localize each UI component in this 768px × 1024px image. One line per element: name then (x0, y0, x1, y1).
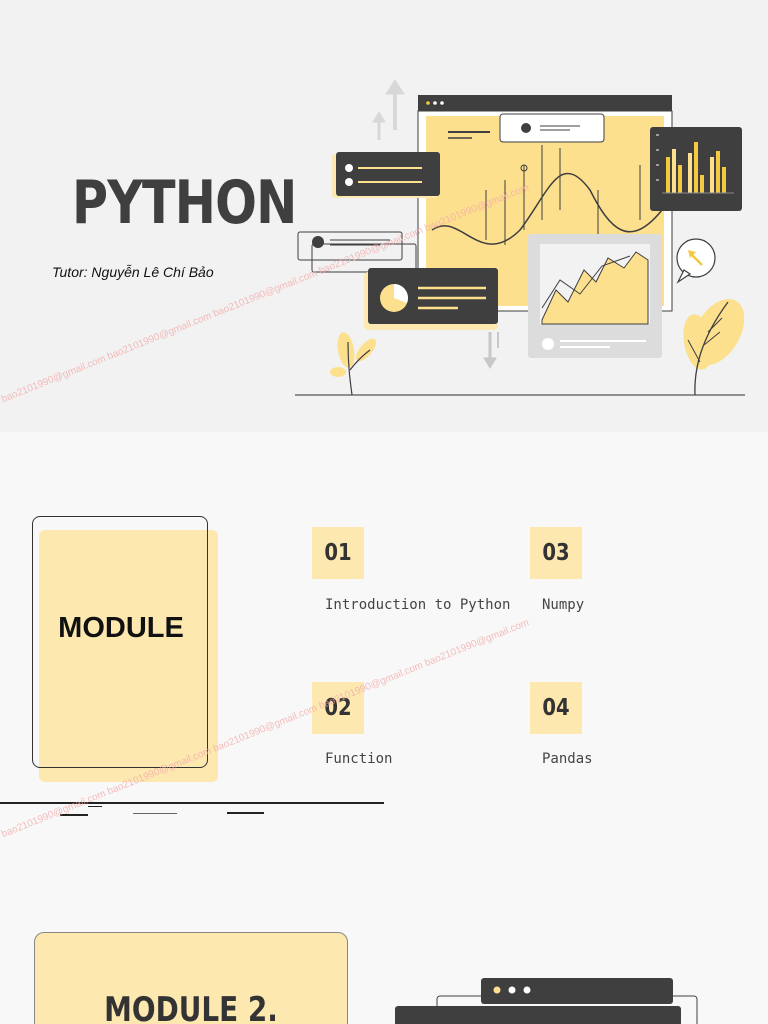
module-card-background (39, 530, 218, 782)
divider-segment (227, 812, 264, 814)
speech-bubble-icon (676, 238, 716, 284)
up-arrows-icon (372, 79, 405, 140)
item-label: Function (325, 751, 393, 767)
item-number: 04 (542, 695, 570, 721)
item-number: 03 (542, 540, 570, 566)
down-arrows-icon (483, 332, 499, 369)
data-analysis-illustration (295, 79, 745, 396)
area-chart-card (528, 234, 662, 358)
module-2-slide: MODULE 2. (0, 864, 768, 1024)
tutor-name: Tutor: Nguyễn Lê Chí Bảo (52, 264, 214, 280)
divider-line (0, 802, 384, 804)
list-card (332, 152, 440, 198)
module-overview-slide: MODULE 01 Introduction to Python 02 Func… (0, 432, 768, 864)
item-label: Pandas (542, 751, 593, 767)
divider-segment (88, 806, 102, 807)
item-label: Introduction to Python (325, 597, 511, 613)
module-heading: MODULE (58, 612, 184, 644)
check-chip-left (297, 231, 417, 273)
module-2-heading: MODULE 2. (104, 990, 278, 1024)
title-slide: PYTHON Tutor: Nguyễn Lê Chí Bảo (0, 0, 768, 432)
slide-title: PYTHON (72, 168, 297, 238)
item-number: 02 (324, 695, 352, 721)
item-label: Numpy (542, 597, 585, 613)
pie-card (364, 268, 498, 330)
divider-segment (60, 814, 88, 816)
sprout-icon (330, 332, 377, 396)
item-number-badge: 03 (530, 527, 582, 579)
item-number-badge: 01 (312, 527, 364, 579)
item-number: 01 (324, 540, 352, 566)
bar-chart-card (650, 127, 742, 211)
divider-segment (133, 813, 177, 814)
item-number-badge: 02 (312, 682, 364, 734)
leaf-plant-icon (683, 298, 745, 396)
browser-window-illustration (395, 978, 698, 1024)
check-chip-top (499, 113, 605, 143)
module-card-frame (32, 516, 208, 768)
module-2-card (34, 932, 348, 1024)
item-number-badge: 04 (530, 682, 582, 734)
